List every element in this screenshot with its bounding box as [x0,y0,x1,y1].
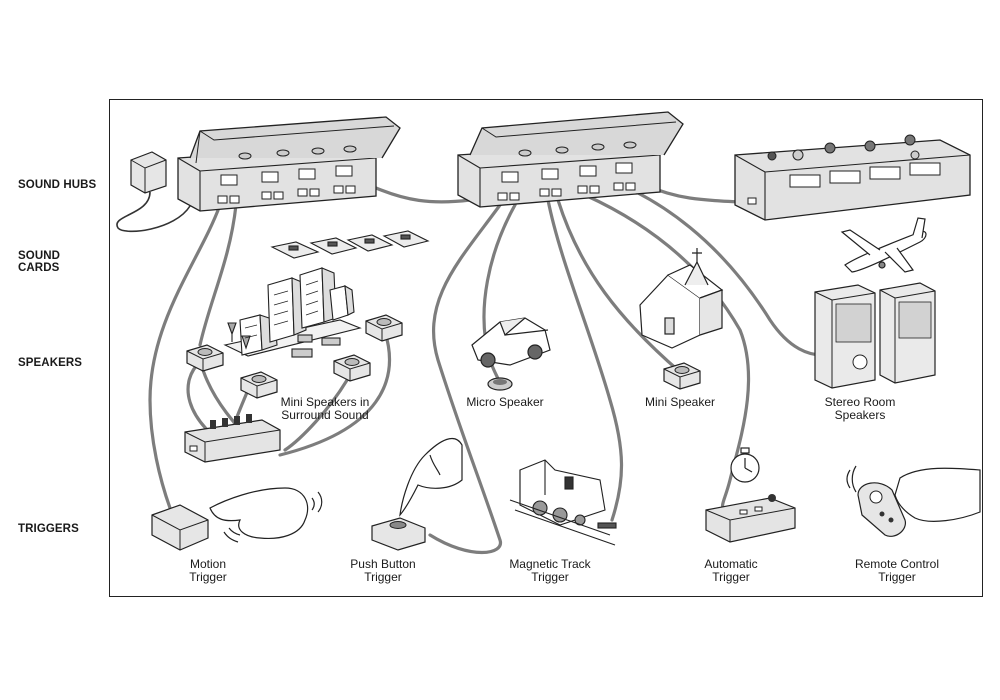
cable-hub2-pushbutton [428,203,502,555]
remote-control-icon [857,482,907,537]
city-window-grid [244,280,319,339]
pointing-hand-icon [399,437,463,517]
cable-hub1-motion [148,203,222,510]
caption-mini-speaker: Mini Speaker [644,395,716,409]
surround-speaker-2 [186,344,224,372]
cable-hub2-track [546,198,624,522]
cable-hub2-stereo [608,178,824,357]
cable-hub2-mini [556,198,682,374]
caption-micro-speaker: Micro Speaker [466,395,544,409]
motion-trigger-icon [151,504,209,551]
row-label-triggers: TRIGGERS [18,523,79,535]
diagram-frame [109,99,983,597]
cable-hub2-automatic [583,193,751,512]
hand-wave-icon [209,487,323,543]
stereo-speaker-left-icon [814,284,876,389]
push-button-trigger-icon [371,517,426,551]
surround-amplifier-icon [184,414,281,463]
power-adapter-icon [116,151,191,233]
cable-surround-net-4 [278,330,392,457]
airplane-icon [840,217,927,273]
cable-hub1-surround [198,203,238,347]
truck-icon [471,317,551,368]
church-icon [639,248,724,349]
surround-speaker-4 [333,354,371,382]
row-label-sound-hubs: SOUND HUBS [18,179,97,191]
surround-speaker-1 [365,314,403,342]
automatic-trigger-icon [705,494,796,543]
row-label-sound-cards: SOUND CARDS [18,250,61,274]
city-buildings-icon [223,267,362,358]
train-icon [509,459,617,546]
sound-cards-icon [270,230,430,259]
micro-speaker-icon [487,377,513,391]
sound-hub-3-icon [734,134,971,221]
cable-surround-net-3 [283,373,352,452]
sound-hub-2-icon [457,111,684,208]
stopwatch-icon [730,447,760,483]
remote-hand-icon [846,465,981,522]
row-label-speakers: SPEAKERS [18,357,83,369]
mini-speaker-icon [663,362,701,390]
sound-hub-1-icon [177,116,401,212]
stereo-speaker-right-icon [879,282,936,384]
cable-hub1-hub2 [374,186,472,204]
